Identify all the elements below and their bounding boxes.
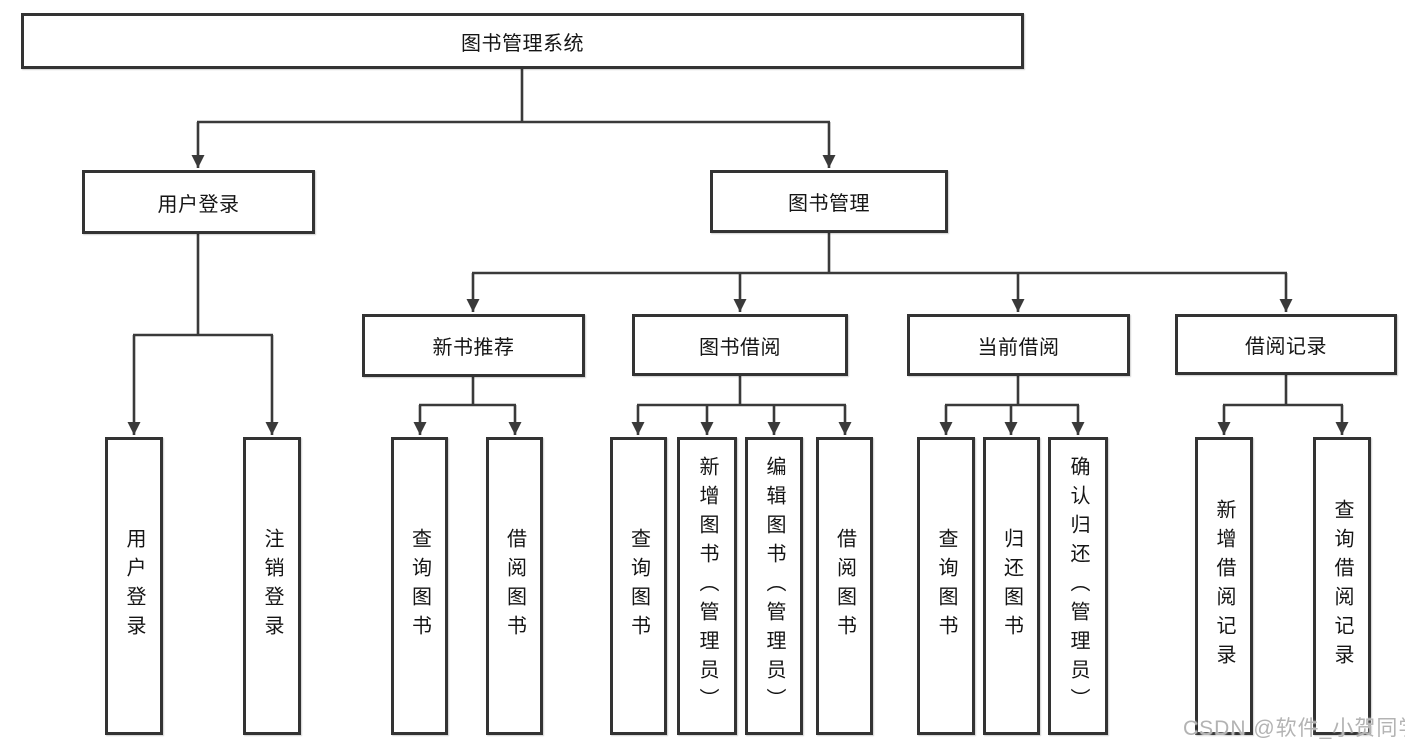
node-book-management: 图书管理 [710,170,948,233]
node-label: 当前借阅 [977,336,1060,359]
node-label: 借阅记录 [1245,336,1327,358]
leaf-edit-books-admin: 编辑图书（管理员） [745,437,803,735]
node-current-borrow: 当前借阅 [907,314,1130,376]
leaf-query-books-current: 查询图书 [917,437,975,735]
node-book-borrow: 图书借阅 [632,314,848,376]
node-library-management-system: 图书管理系统 [21,13,1024,69]
leaf-label: 新增图书（管理员） [696,455,718,717]
node-label: 图书借阅 [699,336,781,359]
leaf-query-books-recommend: 查询图书 [391,437,448,735]
leaf-add-books-admin: 新增图书（管理员） [677,437,737,735]
node-user-login: 用户登录 [82,170,315,234]
node-borrow-records: 借阅记录 [1175,314,1397,375]
leaf-query-borrow-record: 查询借阅记录 [1313,437,1371,735]
leaf-confirm-return-admin: 确认归还（管理员） [1048,437,1108,735]
leaf-add-borrow-record: 新增借阅记录 [1195,437,1253,735]
leaf-label: 确认归还（管理员） [1067,455,1089,717]
leaf-label: 新增借阅记录 [1213,499,1235,673]
leaf-borrow-books: 借阅图书 [816,437,873,735]
leaf-label: 查询图书 [627,528,650,644]
leaf-label: 借阅图书 [503,528,526,644]
leaf-label: 用户登录 [123,528,145,644]
node-label: 用户登录 [157,193,240,216]
node-label: 图书管理 [788,193,870,215]
leaf-label: 借阅图书 [833,528,856,644]
leaf-query-books-borrow: 查询图书 [610,437,667,735]
leaf-logout: 注销登录 [243,437,301,735]
leaf-borrow-books-recommend: 借阅图书 [486,437,543,735]
leaf-return-books: 归还图书 [983,437,1040,735]
node-label: 新书推荐 [432,337,515,359]
leaf-label: 注销登录 [261,528,283,644]
leaf-label: 查询图书 [408,528,431,644]
leaf-user-login: 用户登录 [105,437,163,735]
node-label: 图书管理系统 [461,32,584,55]
node-new-book-recommend: 新书推荐 [362,314,585,377]
leaf-label: 查询图书 [935,528,957,644]
csdn-watermark: CSDN @软件_小贺同学 [1183,717,1405,740]
leaf-label: 编辑图书（管理员） [763,455,785,717]
leaf-label: 归还图书 [1000,528,1023,644]
leaf-label: 查询借阅记录 [1331,499,1353,673]
